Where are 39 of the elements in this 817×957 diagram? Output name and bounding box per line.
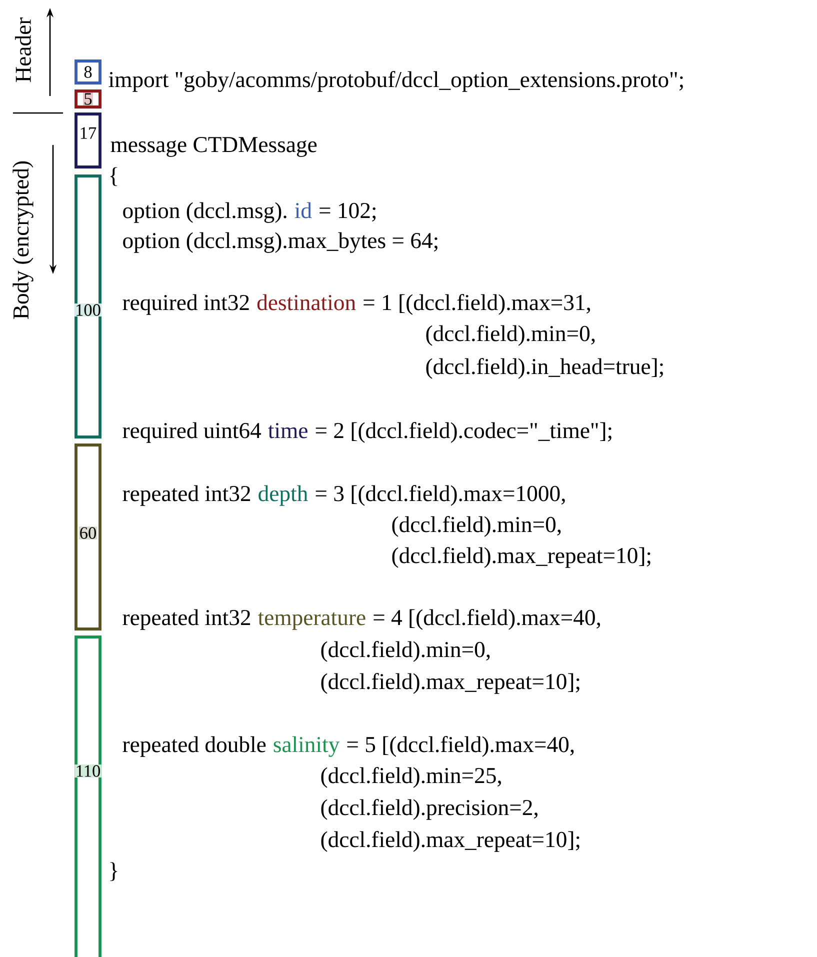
bit-box: 17 bbox=[74, 112, 102, 168]
code-text: = 2 [(dccl.field).codec="_time"]; bbox=[316, 422, 612, 443]
code-text: id bbox=[294, 202, 312, 218]
code-text: destination bbox=[257, 294, 356, 310]
code-text: = 102; bbox=[320, 202, 376, 222]
code-text: time bbox=[268, 423, 308, 438]
code-text: message CTDMessage bbox=[110, 137, 317, 157]
code-text: = 5 [(dccl.field).max=40, bbox=[347, 736, 574, 757]
code-text: (dccl.field).precision=2, bbox=[321, 799, 538, 820]
code-text: repeated int32 bbox=[122, 485, 250, 506]
bit-box: 110 bbox=[74, 636, 102, 957]
code-text: = 1 [(dccl.field).max=31, bbox=[364, 294, 590, 315]
code-text: option (dccl.msg).max_bytes = 64; bbox=[123, 232, 438, 253]
code-text: salinity bbox=[274, 736, 340, 757]
bit-box: 60 bbox=[74, 444, 102, 630]
bit-box: 5 bbox=[74, 90, 102, 108]
code-text: = 4 [(dccl.field).max=40, bbox=[374, 609, 600, 630]
code-text: (dccl.field).max_repeat=10]; bbox=[392, 547, 650, 568]
code-text: (dccl.field).max_repeat=10]; bbox=[321, 673, 580, 694]
code-text: temperature bbox=[258, 612, 366, 630]
code-text: depth bbox=[258, 485, 308, 506]
code-text: required int32 bbox=[122, 294, 249, 315]
code-text: repeated int32 bbox=[122, 609, 250, 630]
code-text: { bbox=[110, 167, 118, 186]
code-text: option (dccl.msg). bbox=[123, 202, 286, 223]
bit-box: 8 bbox=[74, 60, 102, 84]
code-text: = 3 [(dccl.field).max=1000, bbox=[316, 485, 565, 506]
code-text: (dccl.field).min=0, bbox=[321, 641, 490, 662]
code-text: (dccl.field).min=0, bbox=[392, 516, 561, 537]
section-label: Header bbox=[15, 18, 31, 82]
code-text: required uint64 bbox=[122, 422, 262, 443]
code-text: (dccl.field).min=0, bbox=[426, 325, 595, 346]
code-text: import "goby/acomms/protobuf/dccl_option_extensions.proto"; bbox=[108, 71, 683, 92]
code-text: (dccl.field).max_repeat=10]; bbox=[321, 831, 580, 852]
code-text: (dccl.field).min=25, bbox=[321, 767, 501, 788]
code-text: repeated double bbox=[122, 736, 266, 757]
code-text: (dccl.field).in_head=true]; bbox=[426, 358, 663, 379]
section-label: Body (encrypted) bbox=[12, 161, 34, 319]
bit-box: 100 bbox=[74, 174, 102, 438]
